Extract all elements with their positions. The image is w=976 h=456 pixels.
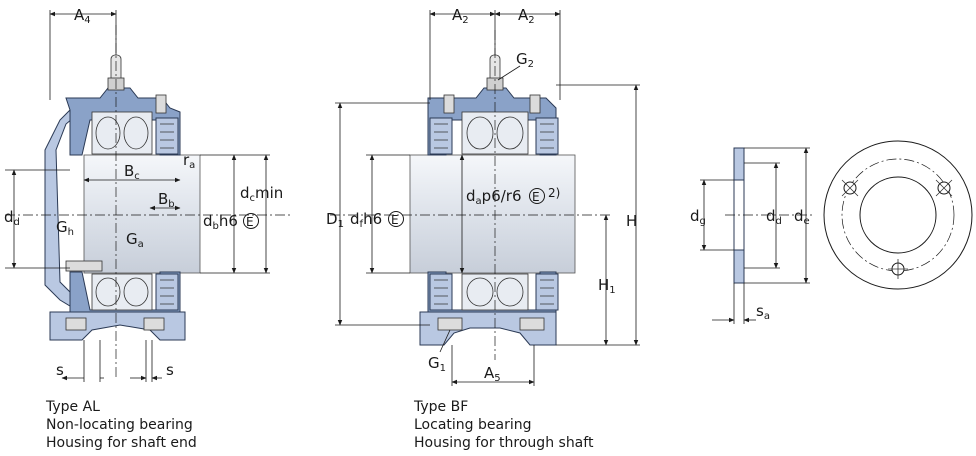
middle-labyrinth-seals: [429, 117, 559, 311]
caption-al-line-3: Housing for shaft end: [46, 435, 197, 451]
middle-shaft: [409, 154, 576, 274]
caption-bf-line-3: Housing for through shaft: [414, 435, 594, 451]
flange-bolt-holes: [841, 179, 953, 279]
label-h1: H1: [598, 276, 616, 296]
leader-g1: [439, 329, 451, 353]
footnote-marker: 2): [548, 186, 560, 200]
label-g1: G1: [428, 354, 446, 374]
caption-type-al: Type AL Non-locating bearing Housing for…: [46, 398, 197, 452]
left-labyrinth-seal: [155, 117, 179, 311]
left-bearing-upper: [91, 111, 153, 155]
caption-al-line-2: Non-locating bearing: [46, 417, 193, 433]
middle-housing-view: [330, 10, 640, 386]
label-dc-min: dcmin: [240, 184, 283, 204]
flange-bore-circle: [859, 176, 937, 254]
label-a2-right: A2: [518, 6, 535, 26]
caption-al-line-1: Type AL: [46, 399, 100, 415]
envelope-symbol-left: E: [243, 213, 259, 229]
label-s-left: s: [56, 361, 64, 379]
label-ra: ra: [183, 151, 195, 171]
label-d1: D1: [326, 210, 344, 230]
label-gh: Gh: [56, 218, 74, 238]
right-cover-view: [700, 140, 973, 324]
label-a2-left: A2: [452, 6, 469, 26]
right-labels: dg dd de sa: [690, 207, 810, 322]
label-g2: G2: [516, 50, 534, 70]
label-dd-left: dd: [4, 208, 20, 228]
envelope-symbol-da: E: [529, 188, 545, 204]
left-bolts: [65, 94, 167, 331]
caption-bf-line-1: Type BF: [414, 399, 469, 415]
leader-g2: [497, 65, 521, 81]
label-s-right: s: [166, 361, 174, 379]
label-dd-right: dd: [766, 207, 782, 227]
svg-text:E: E: [532, 190, 540, 204]
label-dg: dg: [690, 207, 706, 227]
caption-type-bf: Type BF Locating bearing Housing for thr…: [414, 398, 593, 452]
label-da-p6r6: dap6/r6: [466, 187, 522, 207]
label-bc: Bc: [124, 162, 140, 182]
left-housing-view: [5, 10, 290, 382]
label-df-h6: dfh6: [350, 210, 382, 230]
label-h: H: [626, 212, 637, 230]
label-db-h6: dbh6: [203, 212, 238, 232]
middle-bolts: [437, 317, 545, 331]
flange-pitch-circle: [841, 158, 955, 272]
left-shaft: [83, 154, 201, 274]
caption-bf-line-2: Locating bearing: [414, 417, 532, 433]
svg-text:E: E: [246, 215, 254, 229]
label-a4: A4: [74, 6, 91, 26]
label-bb: Bb: [158, 190, 175, 210]
envelope-symbol-df: E: [388, 211, 404, 227]
label-ga: Ga: [126, 230, 144, 250]
label-sa: sa: [756, 302, 770, 322]
svg-text:E: E: [391, 213, 399, 227]
left-bearing-lower: [91, 273, 153, 311]
label-a5: A5: [484, 364, 501, 384]
label-de: de: [794, 207, 810, 227]
left-labels: A4 ra Bc dcmin Bb dd dbh6 E Gh Ga s s: [4, 6, 283, 379]
middle-labels: A2 A2 G2 D1 dfh6 E dap6/r6 E 2) H H1 G1 …: [326, 6, 637, 384]
